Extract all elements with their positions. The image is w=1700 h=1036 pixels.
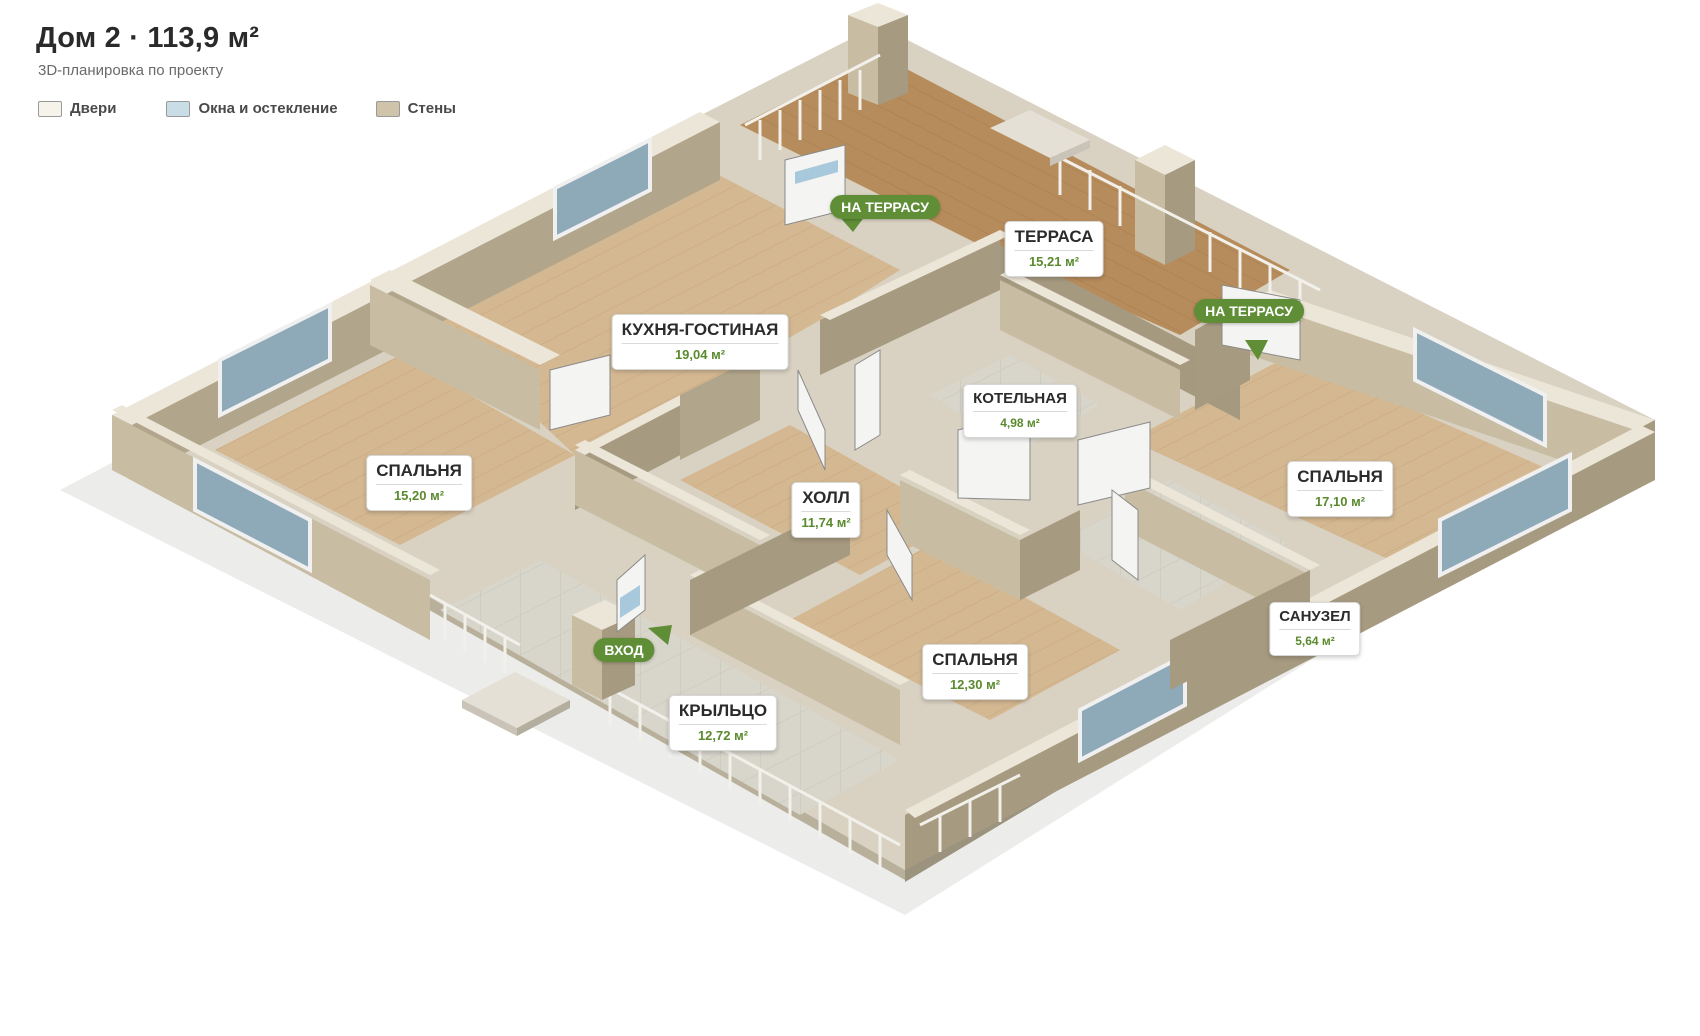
legend-item-doors[interactable]: Двери — [38, 100, 116, 117]
windows-northwest — [218, 136, 652, 419]
legend-label-walls: Стены — [407, 100, 456, 117]
windows-southeast — [1078, 451, 1572, 764]
legend-label-windows: Окна и остекление — [198, 100, 338, 117]
room-name: СПАЛЬНЯ — [376, 461, 462, 480]
terrace-steps — [990, 110, 1090, 166]
page-subtitle: 3D-планировка по проекту — [38, 62, 224, 79]
room-name: КОТЕЛЬНАЯ — [973, 390, 1067, 407]
chimney-north — [848, 3, 908, 105]
legend-label-doors: Двери — [70, 100, 117, 117]
legend-item-windows[interactable]: Окна и остекление — [166, 100, 338, 117]
room-name: КУХНЯ-ГОСТИНАЯ — [621, 320, 779, 339]
room-label-bedroom-west[interactable]: СПАЛЬНЯ 15,20 м² — [366, 455, 472, 511]
room-label-kitchen[interactable]: КУХНЯ-ГОСТИНАЯ 19,04 м² — [611, 314, 789, 370]
room-area: 12,30 м² — [932, 673, 1018, 693]
room-label-porch[interactable]: КРЫЛЬЦО 12,72 м² — [668, 695, 778, 751]
room-name: СПАЛЬНЯ — [1297, 467, 1383, 486]
legend-item-walls[interactable]: Стены — [375, 100, 456, 117]
door-glass — [620, 160, 838, 618]
floor-bedroom-south — [790, 545, 1120, 720]
room-area: 12,72 м² — [678, 724, 768, 744]
room-name: САНУЗЕЛ — [1279, 608, 1351, 625]
room-label-bedroom-east[interactable]: СПАЛЬНЯ 17,10 м² — [1287, 461, 1393, 517]
room-area: 11,74 м² — [801, 511, 851, 531]
room-name: СПАЛЬНЯ — [932, 650, 1018, 669]
windows-northeast — [1413, 326, 1547, 449]
legend-swatch-doors — [38, 100, 62, 117]
room-label-boiler[interactable]: КОТЕЛЬНАЯ 4,98 м² — [963, 384, 1077, 438]
page-title: Дом 2 · 113,9 м² — [36, 22, 260, 54]
room-area: 5,64 м² — [1279, 629, 1351, 649]
room-area: 19,04 м² — [621, 343, 779, 363]
floor-porch — [440, 560, 900, 815]
room-label-bedroom-south[interactable]: СПАЛЬНЯ 12,30 м² — [922, 644, 1028, 700]
room-label-bathroom[interactable]: САНУЗЕЛ 5,64 м² — [1269, 602, 1361, 656]
room-area: 17,10 м² — [1297, 490, 1383, 510]
room-area: 15,21 м² — [1014, 250, 1094, 270]
room-name: ТЕРРАСА — [1014, 227, 1094, 246]
exit-tag-entrance[interactable]: ВХОД — [593, 638, 655, 662]
room-label-terrace[interactable]: ТЕРРАСА 15,21 м² — [1004, 221, 1104, 277]
room-label-hall[interactable]: ХОЛЛ 11,74 м² — [791, 482, 861, 538]
room-area: 15,20 м² — [376, 484, 462, 504]
room-area: 4,98 м² — [973, 411, 1067, 431]
room-name: ХОЛЛ — [802, 488, 850, 507]
floor-terrace — [740, 55, 1290, 335]
exit-tag-terrace-east[interactable]: НА ТЕРРАСУ — [1194, 299, 1304, 323]
legend-swatch-walls — [375, 100, 400, 117]
room-name: КРЫЛЬЦО — [678, 701, 768, 720]
porch-steps — [462, 672, 570, 736]
legend-swatch-windows — [166, 100, 191, 117]
chimney-east — [1135, 145, 1195, 265]
legend: Двери Окна и остекление Стены — [38, 100, 494, 117]
terrace-railing — [744, 53, 1321, 320]
windows-southwest — [193, 456, 312, 574]
exit-tag-terrace-north[interactable]: НА ТЕРРАСУ — [830, 195, 940, 219]
floor-bedroom-west — [215, 355, 575, 545]
